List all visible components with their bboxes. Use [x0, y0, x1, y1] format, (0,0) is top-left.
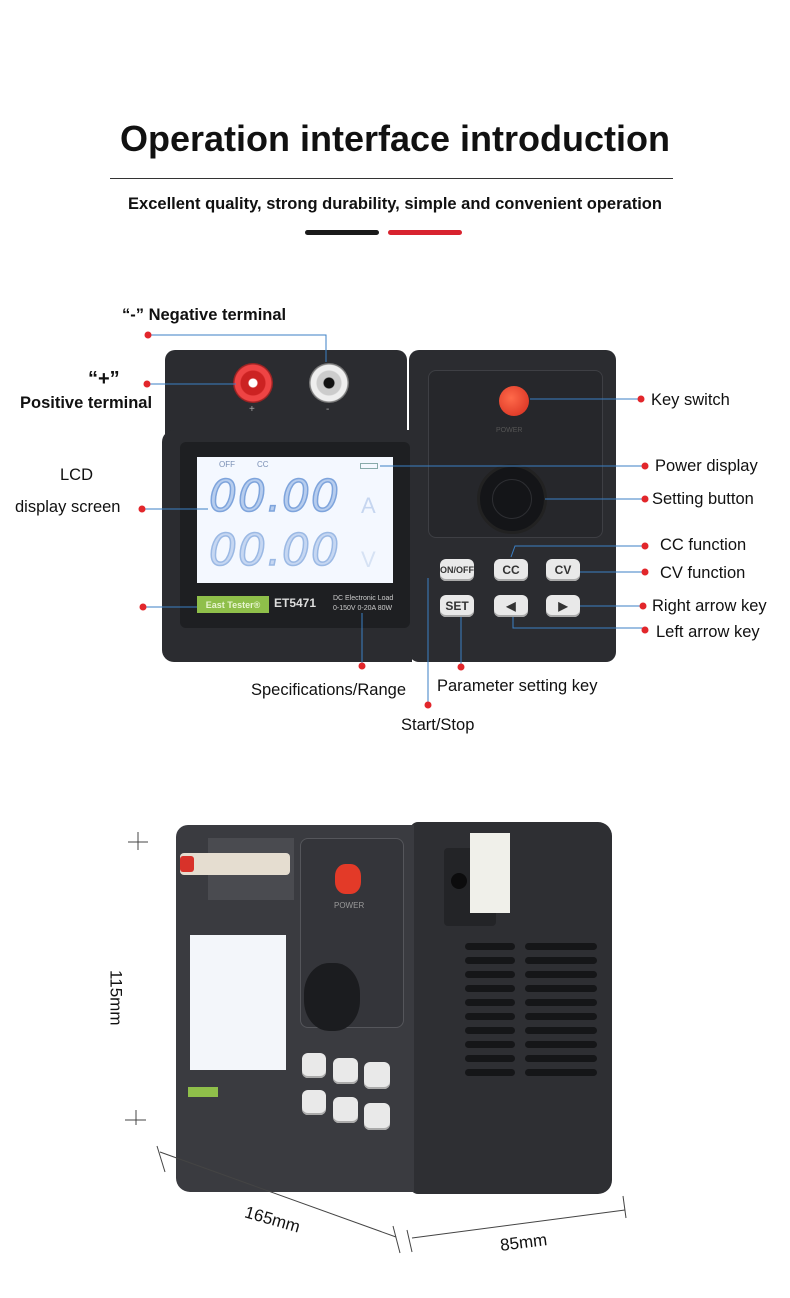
page-subtitle: Excellent quality, strong durability, si… — [128, 195, 662, 213]
callout-dot — [144, 331, 152, 339]
lcd-off-indicator: OFF — [219, 460, 235, 469]
negative-sign: “-” — [122, 306, 144, 324]
plus-mark: + — [249, 404, 255, 415]
cv-key[interactable]: CV — [546, 559, 580, 581]
power-label: POWER — [496, 427, 523, 434]
warning-sticker — [470, 833, 510, 913]
right-arrow-label: Right arrow key — [652, 597, 767, 615]
onoff-key[interactable]: ON/OFF — [440, 559, 474, 581]
dc-jack — [451, 873, 467, 889]
current-unit: A — [361, 493, 376, 518]
height-dimension: 115mm — [106, 970, 126, 1026]
lcd-cc-indicator: CC — [257, 460, 269, 469]
spec-line-1: DC Electronic Load — [333, 595, 394, 602]
power-display-label: Power display — [655, 457, 758, 475]
current-reading: 00.00 — [208, 471, 340, 522]
minus-mark: - — [326, 404, 330, 415]
knob-side — [304, 963, 360, 1031]
side-key — [302, 1090, 326, 1115]
side-key — [302, 1053, 326, 1078]
side-key — [333, 1058, 358, 1084]
cc-function-label: CC function — [660, 536, 747, 554]
accent-bar-black — [305, 230, 379, 235]
right-arrow-key[interactable]: ▶ — [546, 595, 580, 617]
voltage-reading: 00.00 — [208, 525, 340, 576]
side-key — [364, 1103, 390, 1130]
lcd-label-1: LCD — [60, 466, 94, 484]
positive-sign: “+” — [88, 368, 120, 390]
power-label-side: POWER — [334, 901, 365, 910]
lcd-side — [190, 935, 286, 1070]
voltage-unit: V — [361, 547, 376, 572]
power-display-icon — [360, 463, 378, 469]
red-post — [180, 856, 194, 872]
positive-terminal-label: Positive terminal — [20, 394, 153, 412]
negative-text: Negative terminal — [148, 306, 287, 324]
setting-button-label: Setting button — [652, 490, 754, 508]
accent-bar-red — [388, 230, 462, 235]
logo-side — [188, 1087, 218, 1097]
cv-function-label: CV function — [660, 564, 746, 582]
parameter-setting-label: Parameter setting key — [437, 677, 598, 695]
terminal-posts — [180, 853, 290, 875]
title-divider — [110, 178, 673, 179]
side-key — [364, 1062, 390, 1089]
power-key-switch[interactable] — [499, 386, 529, 416]
side-panel — [410, 822, 612, 1194]
side-key — [333, 1097, 358, 1123]
left-arrow-label: Left arrow key — [656, 623, 760, 641]
lcd-label-2: display screen — [15, 498, 121, 516]
power-switch-side — [335, 864, 361, 894]
positive-terminal-jack — [233, 363, 273, 403]
terminal-block — [165, 350, 407, 435]
knob-center — [492, 479, 532, 519]
vent-left — [465, 943, 515, 1076]
left-arrow-key[interactable]: ◀ — [494, 595, 528, 617]
page-title: Operation interface introduction — [119, 118, 671, 159]
brand-logo: East Tester® — [197, 596, 269, 613]
specifications-label: Specifications/Range — [251, 681, 407, 699]
set-key[interactable]: SET — [440, 595, 474, 617]
dimension-lines — [125, 832, 627, 1254]
lcd-screen: OFF CC 00.00 A 00.00 V — [197, 457, 393, 583]
key-switch-label: Key switch — [651, 391, 730, 409]
cc-key[interactable]: CC — [494, 559, 528, 581]
vent-right — [525, 943, 597, 1076]
callout-lines — [138, 331, 649, 709]
negative-terminal-jack — [309, 363, 349, 403]
model-number: ET5471 — [274, 596, 317, 610]
negative-terminal-label: “-” Negative terminal — [122, 306, 286, 325]
start-stop-label: Start/Stop — [401, 716, 475, 734]
spec-line-2: 0-150V 0-20A 80W — [333, 605, 393, 612]
